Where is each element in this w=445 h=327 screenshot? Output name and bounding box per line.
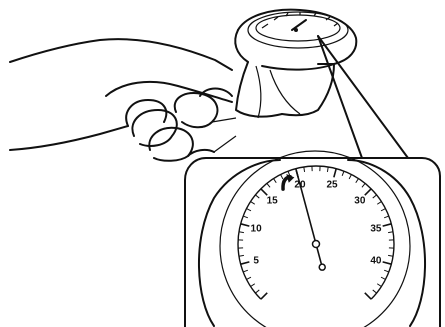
scale-tick — [356, 179, 359, 183]
scale-tick — [362, 183, 365, 187]
scale-tick — [349, 175, 351, 179]
scale-tick — [304, 167, 305, 172]
scale-tick — [261, 189, 267, 195]
scale-tick — [383, 224, 392, 226]
scale-tick — [377, 284, 381, 287]
scale-tick — [342, 171, 344, 176]
scale-tick — [381, 277, 385, 279]
scale-tick — [255, 195, 259, 198]
scale-tick — [384, 216, 389, 218]
scale-label: 15 — [267, 196, 279, 207]
scale-label: 10 — [251, 223, 263, 234]
scale-tick — [327, 167, 328, 172]
scale-tick — [365, 293, 371, 299]
scale-label: 40 — [370, 256, 382, 267]
scale-tick — [239, 232, 244, 233]
scale-label: 30 — [354, 196, 366, 207]
scale-label: 25 — [326, 180, 338, 191]
scale-tick — [334, 169, 336, 178]
scale-tick — [261, 293, 267, 299]
needle-pivot — [313, 241, 320, 248]
scale-tick — [384, 270, 389, 272]
scale-tick — [383, 262, 392, 264]
small-needle-pivot — [294, 28, 298, 32]
scale-tick — [243, 216, 248, 218]
scale-label: 35 — [370, 223, 382, 234]
scale-tick — [373, 195, 377, 198]
scale-tick — [255, 290, 259, 293]
scale-tick — [388, 232, 393, 233]
small-needle — [292, 20, 306, 30]
callout-lines — [318, 36, 408, 158]
scale-tick — [388, 255, 393, 256]
scale-tick — [247, 209, 251, 211]
hand — [106, 82, 236, 161]
needle-counterweight — [319, 264, 325, 270]
scale-tick — [239, 255, 244, 256]
scale-tick — [365, 189, 371, 195]
scale-tick — [274, 179, 277, 183]
scale-tick — [241, 262, 250, 264]
gauge-face: 510152025303540 — [238, 166, 394, 299]
scale-tick — [241, 224, 250, 226]
scale-label: 5 — [253, 256, 259, 267]
scale-tick — [251, 202, 255, 205]
scale-tick — [251, 284, 255, 287]
scale-tick — [281, 175, 283, 179]
scale-tick — [381, 209, 385, 211]
scale-tick — [247, 277, 251, 279]
scale-tick — [377, 202, 381, 205]
arm — [10, 39, 232, 150]
scale-tick — [373, 290, 377, 293]
scale-tick — [267, 183, 270, 187]
needle — [296, 171, 322, 268]
magnified-gauge-inset: 510152025303540 — [185, 151, 440, 327]
scale-tick — [243, 270, 248, 272]
